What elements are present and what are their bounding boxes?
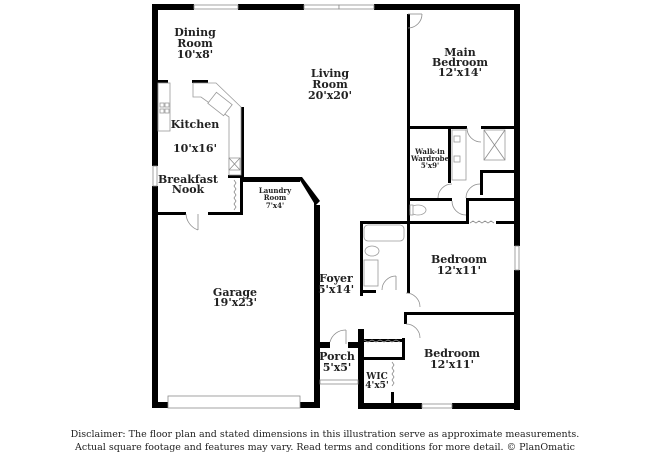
svg-text:12'x11': 12'x11': [437, 264, 481, 277]
wic-label: WIC: [365, 372, 387, 382]
dining-room-label: Dining: [174, 26, 216, 39]
bathtub-icon: [363, 224, 405, 242]
svg-text:12'x14': 12'x14': [438, 66, 482, 79]
svg-text:10'x16': 10'x16': [173, 142, 217, 155]
window-living-1: [303, 4, 340, 10]
svg-text:Bedroom: Bedroom: [432, 56, 488, 69]
fixtures: [157, 82, 506, 387]
stove-burner-icon: [159, 102, 165, 108]
svg-text:7'x4': 7'x4': [266, 201, 284, 210]
window-living-2: [338, 4, 375, 10]
living-room-label: Living: [311, 67, 349, 80]
disclaimer-line-1: Disclaimer: The floor plan and stated di…: [70, 429, 580, 440]
svg-text:12'x11': 12'x11': [430, 358, 474, 371]
breakfast-nook-label: Breakfast: [158, 173, 219, 186]
garage-label: Garage: [213, 286, 257, 299]
windows: [152, 4, 520, 409]
disclaimer: Disclaimer: The floor plan and stated di…: [0, 428, 650, 454]
svg-text:Wardrobe: Wardrobe: [410, 154, 450, 163]
svg-text:5'x14': 5'x14': [318, 283, 354, 296]
window-bedroom2: [514, 245, 520, 271]
walk-in-wardrobe-label: Walk-in: [414, 147, 445, 156]
sink-icon: [207, 91, 233, 117]
window-bedroom3: [421, 403, 453, 409]
main-bedroom-label: Main: [444, 46, 475, 59]
window-nook: [152, 165, 158, 187]
disclaimer-line-2: Actual square footage and features may v…: [75, 442, 575, 453]
bath-vanity: [451, 129, 467, 181]
kitchen-label: Kitchen: [171, 118, 220, 131]
svg-text:5'x9': 5'x9': [421, 161, 439, 170]
exterior-walls: [152, 4, 520, 410]
svg-text:10'x8': 10'x8': [177, 48, 213, 61]
laundry-room-label: Laundry: [259, 186, 292, 195]
svg-text:Room: Room: [264, 193, 287, 202]
bedroom-3-label: Bedroom: [424, 347, 480, 360]
foyer-label: Foyer: [319, 272, 353, 285]
porch-rail: [319, 379, 359, 385]
bath-sink: [363, 259, 379, 287]
laundry-bifold: [233, 179, 237, 211]
room-labels: Dining Room 10'x8' Living Room 20'x20' M…: [158, 26, 488, 391]
interior-walls: [156, 13, 520, 407]
garage-door: [167, 395, 301, 409]
svg-text:20'x20': 20'x20': [308, 89, 352, 102]
svg-text:Room: Room: [177, 37, 213, 50]
svg-text:Room: Room: [312, 78, 348, 91]
window-dining: [193, 4, 239, 10]
bedroom-2-label: Bedroom: [431, 253, 487, 266]
toilet-icon-2: [364, 245, 380, 257]
svg-text:Nook: Nook: [172, 183, 205, 196]
porch-label: Porch: [319, 350, 355, 363]
svg-text:19'x23': 19'x23': [213, 296, 257, 309]
svg-text:5'x5': 5'x5': [323, 361, 352, 374]
svg-text:4'x5': 4'x5': [365, 381, 388, 391]
